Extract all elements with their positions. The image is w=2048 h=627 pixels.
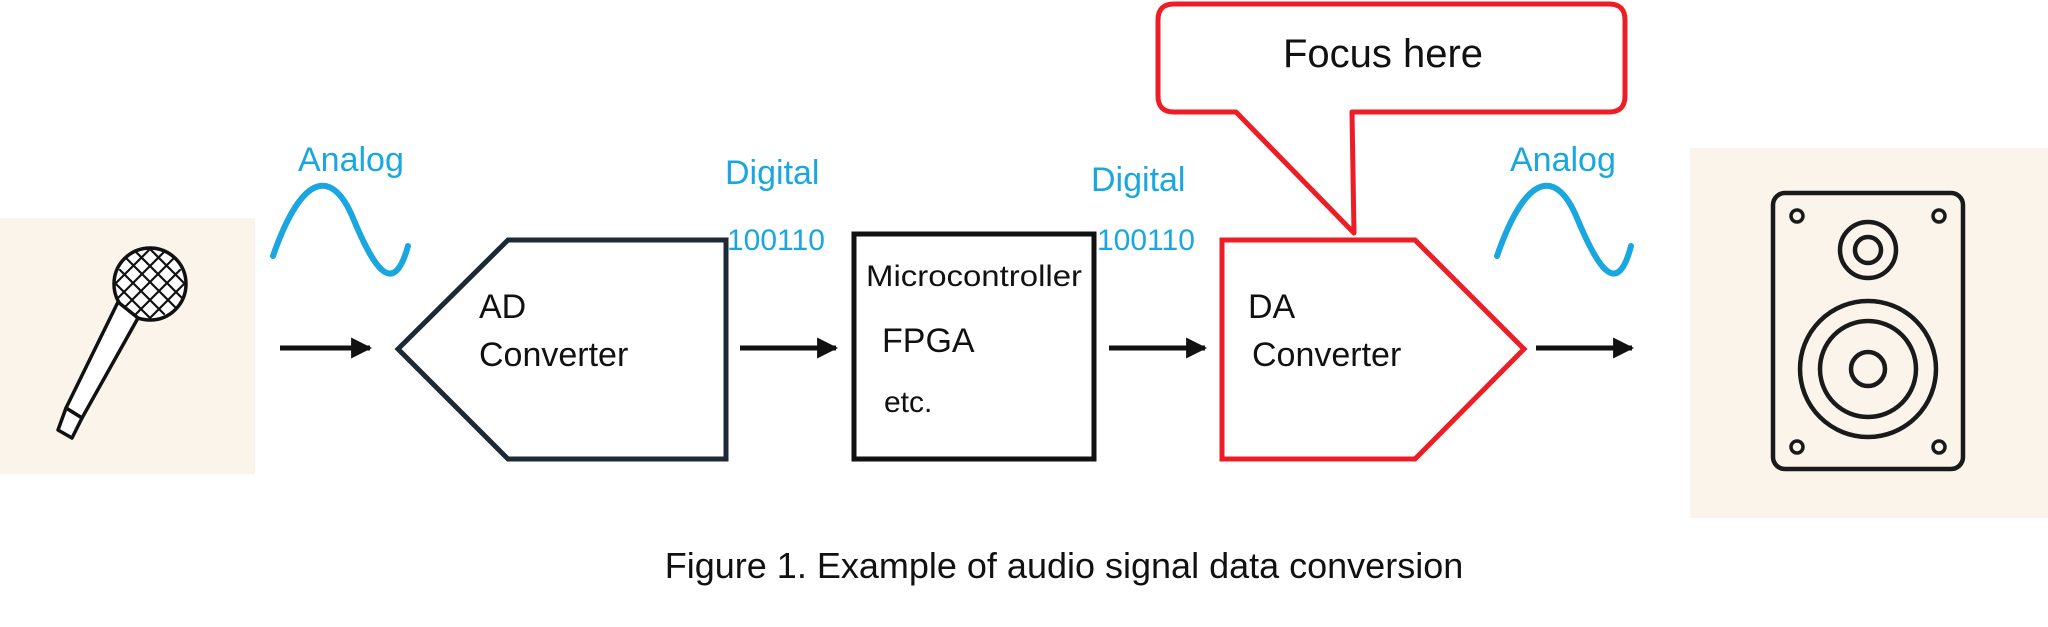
processor-line2: FPGA xyxy=(882,322,975,360)
microphone-icon xyxy=(56,246,188,440)
da-converter-block: DA Converter xyxy=(1219,237,1528,462)
microphone-panel xyxy=(0,218,255,474)
processor-block: Microcontroller FPGA etc. xyxy=(851,231,1097,462)
da-converter-line1: DA xyxy=(1248,288,1296,326)
processor-line3: etc. xyxy=(884,386,932,419)
digital-1-bits: 100110 xyxy=(727,224,825,257)
ad-converter-line1: AD xyxy=(479,288,526,326)
figure-caption: Figure 1. Example of audio signal data c… xyxy=(665,545,1463,586)
digital-2-label: Digital xyxy=(1091,161,1185,199)
ad-converter-block: AD Converter xyxy=(394,237,729,462)
ad-converter-line2: Converter xyxy=(479,336,628,374)
digital-2-bits: 100110 xyxy=(1097,224,1195,257)
focus-callout: Focus here xyxy=(1155,1,1628,236)
analog-input-label: Analog xyxy=(298,141,404,179)
analog-output-wave xyxy=(1494,182,1634,277)
digital-1-label: Digital xyxy=(725,154,819,192)
speaker-panel xyxy=(1690,148,2048,518)
focus-callout-text: Focus here xyxy=(1283,32,1483,76)
speaker-icon xyxy=(1770,190,1966,472)
da-converter-line2: Converter xyxy=(1252,336,1401,374)
analog-output-label: Analog xyxy=(1510,141,1616,179)
processor-line1: Microcontroller xyxy=(866,260,1082,293)
analog-input-wave xyxy=(270,182,411,277)
